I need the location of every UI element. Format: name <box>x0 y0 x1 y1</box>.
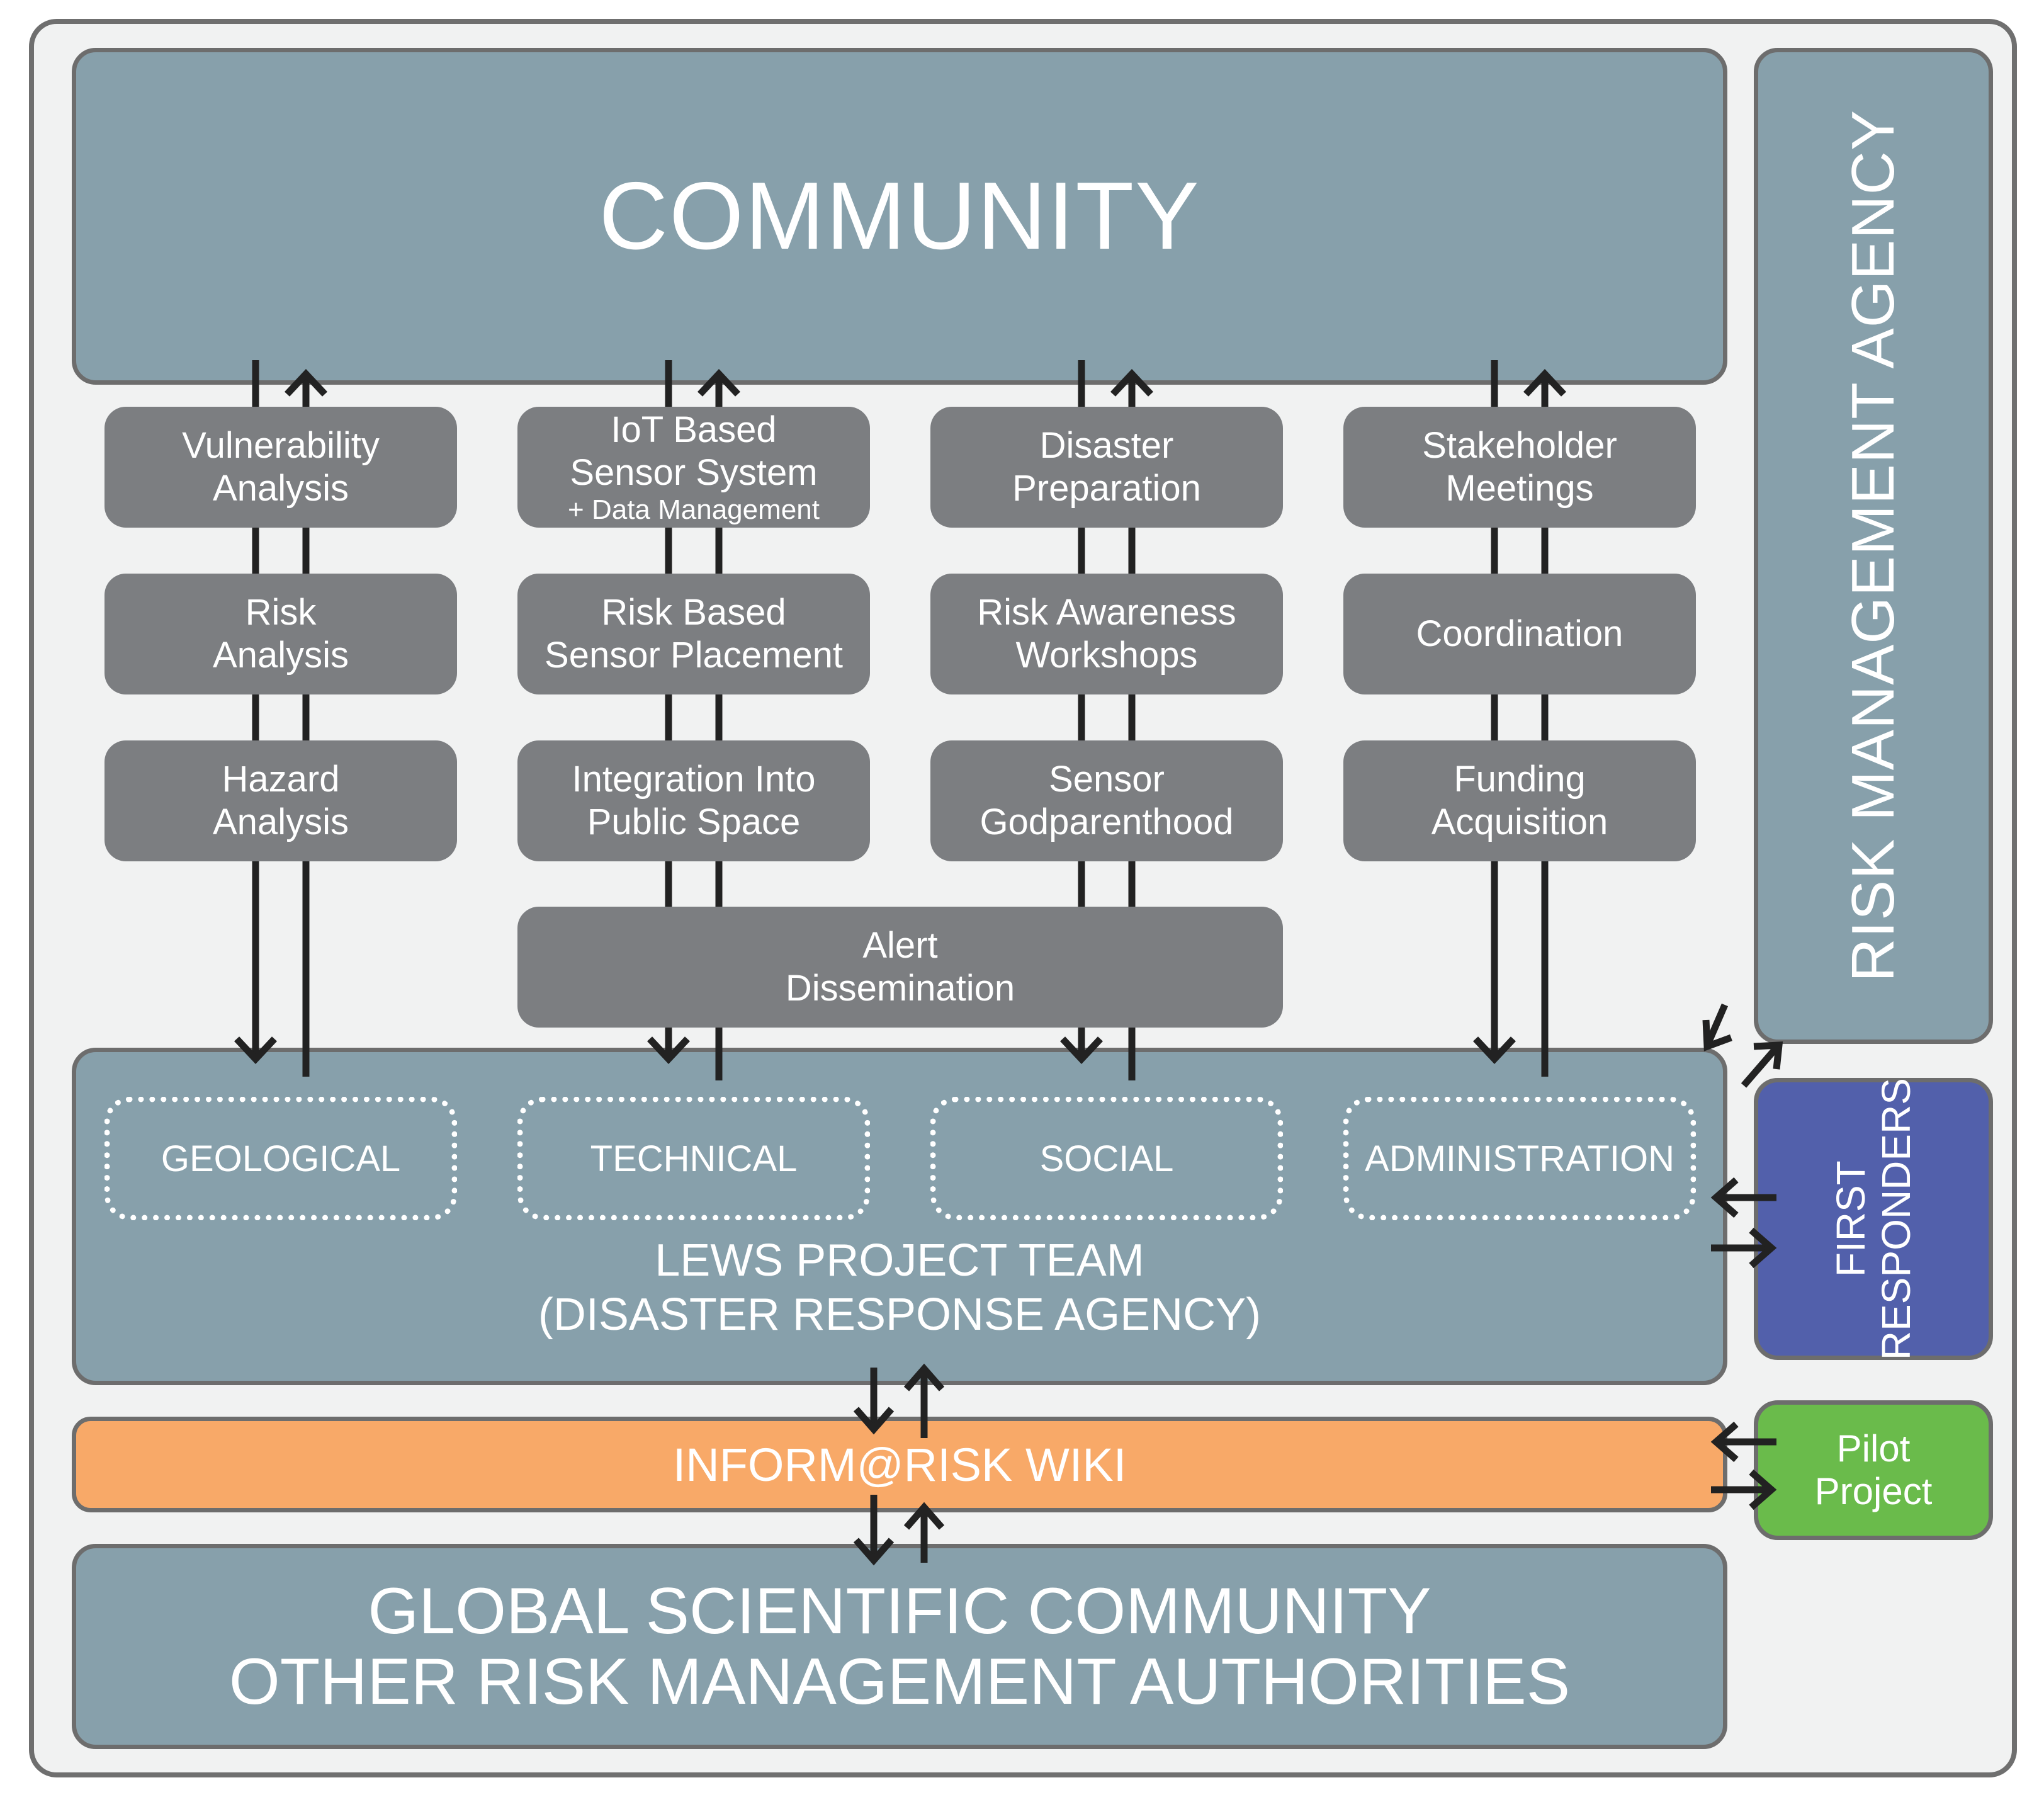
global-community-box: GLOBAL SCIENTIFIC COMMUNITY OTHER RISK M… <box>72 1544 1727 1749</box>
activity-risk-based-sensor-placement: Risk Based Sensor Placement <box>517 574 870 694</box>
pilot-project-label: Pilot Project <box>1814 1427 1933 1512</box>
activity-label: Risk Analysis <box>213 592 349 676</box>
activity-label: Coordination <box>1416 613 1623 654</box>
activity-hazard-analysis: Hazard Analysis <box>104 740 457 861</box>
lews-project-team-label: LEWS PROJECT TEAM (DISASTER RESPONSE AGE… <box>538 1235 1262 1340</box>
activity-label: Risk Awareness Workshops <box>977 592 1236 676</box>
activity-label: Funding Acquisition <box>1431 759 1608 842</box>
activity-vulnerability-analysis: Vulnerability Analysis <box>104 407 457 528</box>
activity-label: Sensor Godparenthood <box>980 759 1234 842</box>
team-geological: GEOLOGICAL <box>104 1097 457 1220</box>
first-responders-box: FIRST RESPONDERS <box>1754 1078 1993 1360</box>
activity-label: Integration Into Public Space <box>572 759 816 842</box>
activity-label: Hazard Analysis <box>213 759 349 842</box>
activity-coordination: Coordination <box>1343 574 1696 694</box>
community-box: COMMUNITY <box>72 48 1727 385</box>
activity-label: Vulnerability Analysis <box>182 425 380 509</box>
activity-risk-awareness-workshops: Risk Awareness Workshops <box>930 574 1283 694</box>
team-administration-label: ADMINISTRATION <box>1365 1138 1674 1179</box>
pilot-project-box: Pilot Project <box>1754 1400 1993 1540</box>
risk-management-agency-box: RISK MANAGEMENT AGENCY <box>1754 48 1993 1044</box>
activity-sensor-godparenthood: Sensor Godparenthood <box>930 740 1283 861</box>
activity-disaster-preparation: Disaster Preparation <box>930 407 1283 528</box>
activity-label: Stakeholder Meetings <box>1422 425 1617 509</box>
activity-note: + Data Management <box>568 494 820 525</box>
activity-funding-acquisition: Funding Acquisition <box>1343 740 1696 861</box>
activity-label: Risk Based Sensor Placement <box>545 592 843 676</box>
activity-integration-public-space: Integration Into Public Space <box>517 740 870 861</box>
team-social: SOCIAL <box>930 1097 1283 1220</box>
inform-risk-wiki-bar: INFORM@RISK WIKI <box>72 1417 1727 1512</box>
inform-risk-wiki-label: INFORM@RISK WIKI <box>672 1438 1127 1491</box>
global-community-label: GLOBAL SCIENTIFIC COMMUNITY OTHER RISK M… <box>229 1575 1571 1718</box>
community-label: COMMUNITY <box>599 162 1200 269</box>
team-administration: ADMINISTRATION <box>1343 1097 1696 1220</box>
alert-dissemination-label: Alert Dissemination <box>785 925 1015 1009</box>
team-technical: TECHNICAL <box>517 1097 870 1220</box>
team-technical-label: TECHNICAL <box>590 1138 798 1179</box>
activity-label: IoT Based Sensor System <box>570 409 818 493</box>
team-geological-label: GEOLOGICAL <box>161 1138 401 1179</box>
activity-alert-dissemination: Alert Dissemination <box>517 907 1283 1028</box>
activity-iot-sensor-system: IoT Based Sensor System + Data Managemen… <box>517 407 870 528</box>
activity-label: Disaster Preparation <box>1012 425 1201 509</box>
activity-risk-analysis: Risk Analysis <box>104 574 457 694</box>
team-social-label: SOCIAL <box>1039 1138 1174 1179</box>
activity-stakeholder-meetings: Stakeholder Meetings <box>1343 407 1696 528</box>
